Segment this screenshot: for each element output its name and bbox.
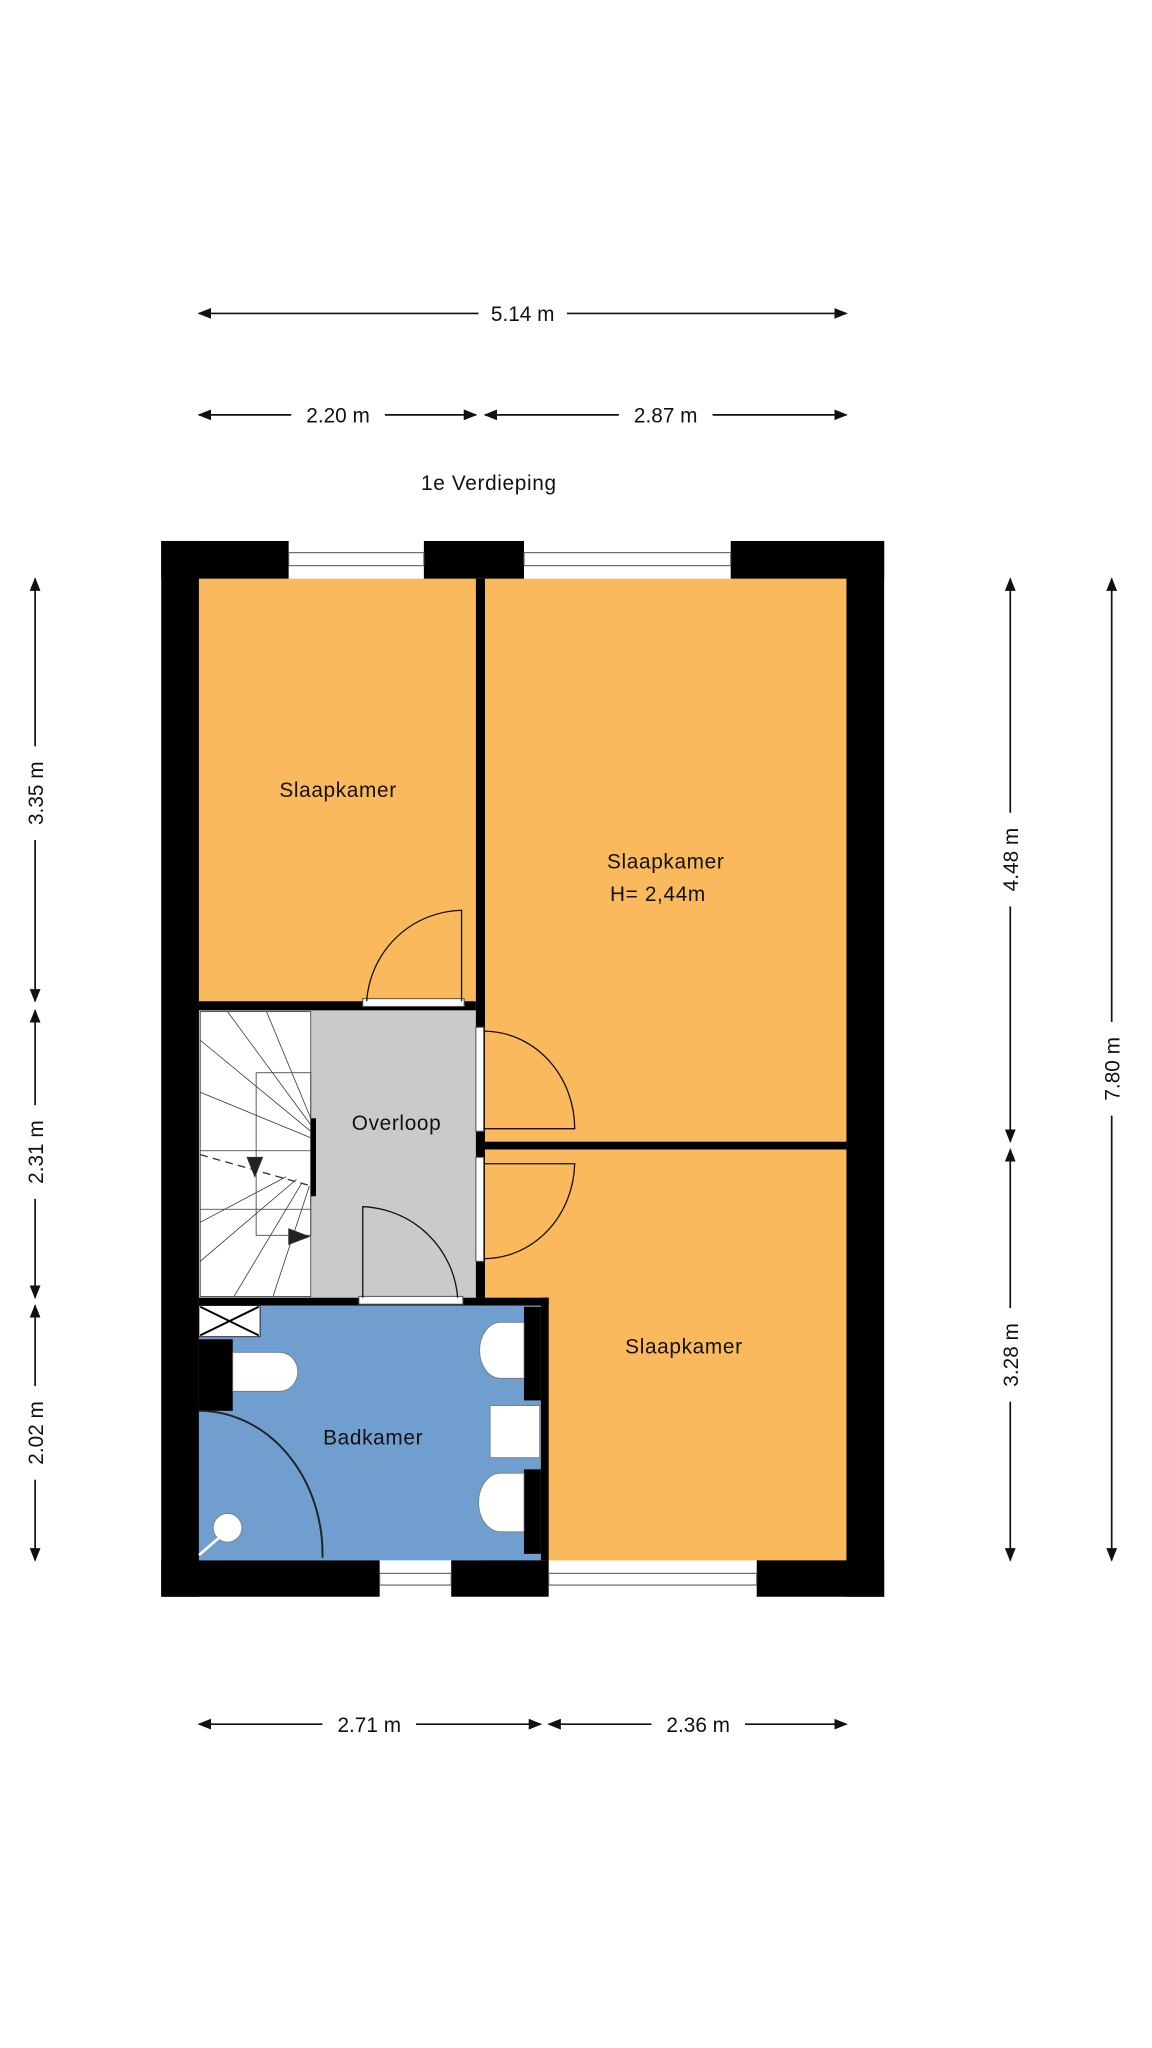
dimension-top-left: 2.20 m (197, 405, 478, 428)
svg-text:2.36 m: 2.36 m (666, 1714, 730, 1737)
cabinet (489, 1405, 540, 1459)
room-label-bedroom-top-right: Slaapkamer (607, 851, 724, 874)
walls (161, 540, 885, 1597)
dimension-left-middle: 2.31 m (25, 1008, 48, 1300)
room-bedroom-top-right (484, 578, 847, 1142)
room-label-bathroom: Badkamer (323, 1427, 423, 1450)
toilet (232, 1351, 299, 1392)
stair-handrail (310, 1118, 316, 1197)
sink-bottom (478, 1472, 525, 1533)
shower-screen (198, 1409, 324, 1558)
dimension-left-top: 3.35 m (25, 577, 48, 1003)
shower-drain (212, 1513, 243, 1543)
svg-text:7.80 m: 7.80 m (1101, 1037, 1124, 1101)
ceiling-height-label: H= 2,44m (610, 883, 706, 906)
floor-title: 1e Verdieping (421, 472, 557, 495)
svg-text:3.35 m: 3.35 m (25, 761, 48, 825)
dimension-top-total: 5.14 m (197, 303, 848, 326)
svg-text:5.14 m: 5.14 m (491, 303, 555, 326)
svg-text:2.31 m: 2.31 m (25, 1120, 48, 1184)
doors (358, 909, 576, 1305)
room-label-landing: Overloop (352, 1112, 442, 1135)
dimension-bottom-right: 2.36 m (547, 1714, 848, 1737)
svg-text:3.28 m: 3.28 m (1000, 1323, 1023, 1387)
svg-text:2.87 m: 2.87 m (634, 405, 698, 428)
svg-text:2.71 m: 2.71 m (337, 1714, 401, 1737)
dimension-left-bottom: 2.02 m (25, 1304, 48, 1562)
svg-text:4.48 m: 4.48 m (1000, 828, 1023, 892)
svg-text:2.20 m: 2.20 m (306, 405, 370, 428)
dimension-right-top: 4.48 m (1000, 577, 1023, 1144)
staircase (199, 1011, 312, 1297)
room-label-bedroom-top-left: Slaapkamer (279, 779, 396, 802)
svg-text:2.02 m: 2.02 m (25, 1401, 48, 1465)
windows (288, 552, 758, 1586)
room-bedroom-top-left (198, 578, 476, 1002)
bathroom-fixtures (198, 1305, 540, 1558)
dimension-right-total: 7.80 m (1101, 577, 1124, 1562)
room-label-bedroom-bottom-right: Slaapkamer (625, 1336, 742, 1359)
dimension-bottom-left: 2.71 m (197, 1714, 543, 1737)
dimension-top-right: 2.87 m (483, 405, 848, 428)
dimension-right-bottom: 3.28 m (1000, 1148, 1023, 1562)
sink-top (479, 1322, 525, 1379)
